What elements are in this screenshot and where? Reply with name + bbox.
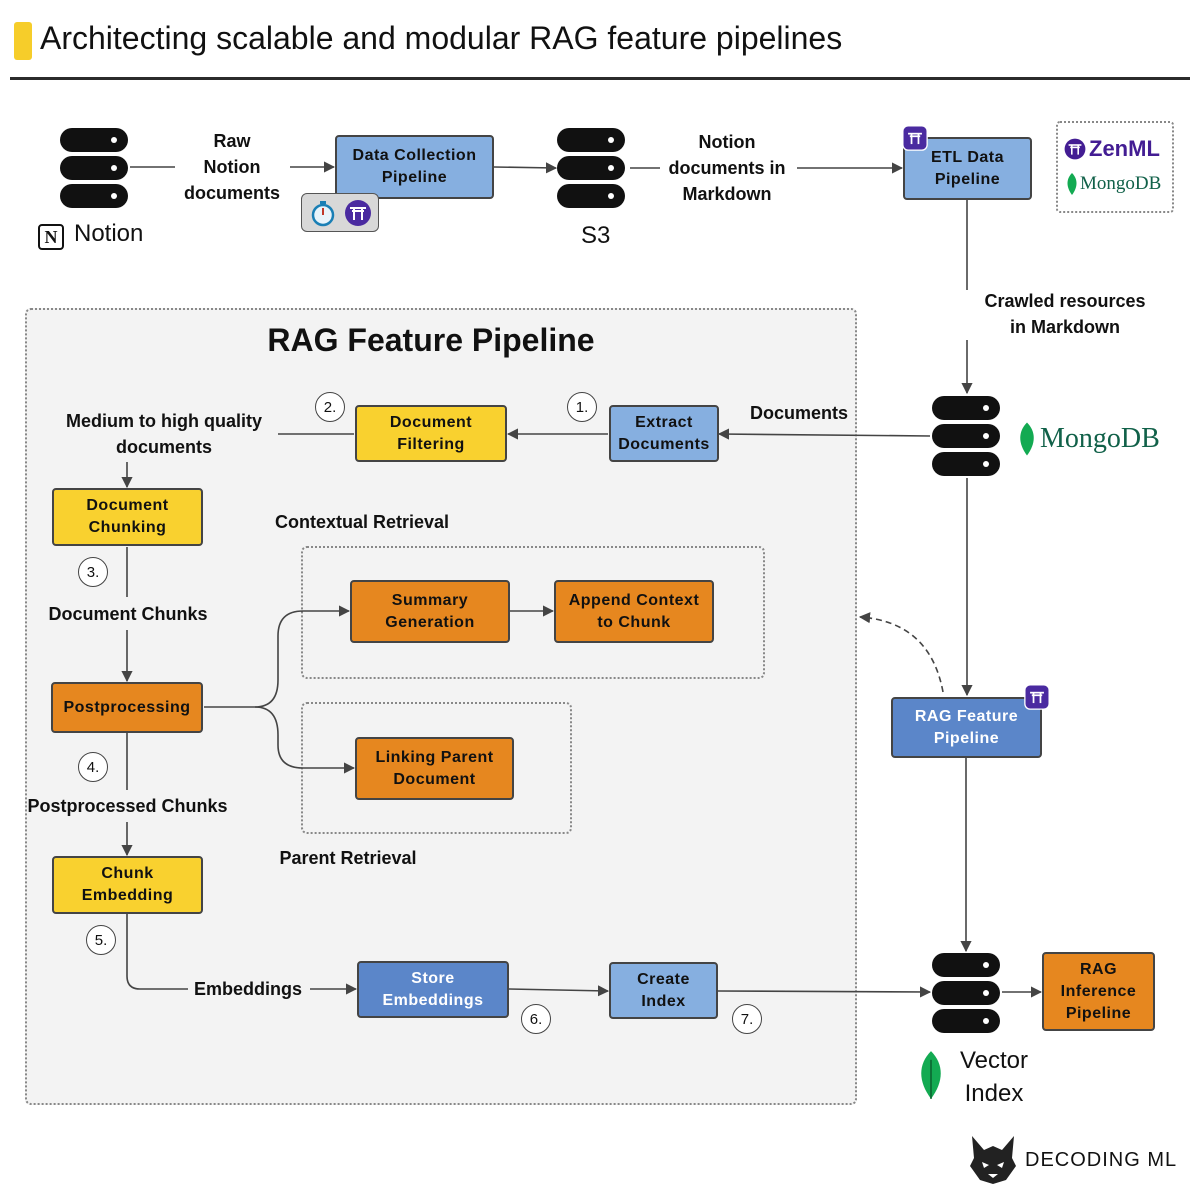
panel-title: RAG Feature Pipeline <box>267 322 595 358</box>
step-4-badge: 4. <box>78 752 108 782</box>
vector-index-label: Vector Index <box>959 1047 1029 1107</box>
mongodb-label: MongoDB <box>1040 423 1160 454</box>
data-collection-pipeline[interactable]: Data Collection Pipeline <box>335 135 494 199</box>
notion-database-icon <box>60 128 128 208</box>
raw-notion-label: Raw Notion documents <box>183 131 280 203</box>
embeddings-label: Embeddings <box>193 979 302 999</box>
mongodb-wordmark: MongoDB <box>1080 173 1162 194</box>
step-1-badge: 1. <box>567 392 597 422</box>
document-filtering[interactable]: Document Filtering <box>355 405 507 462</box>
step-3-badge: 3. <box>78 557 108 587</box>
document-chunks-label: Document Chunks <box>48 604 208 624</box>
postprocessed-chunks-label: Postprocessed Chunks <box>27 796 228 816</box>
page-title: Architecting scalable and modular RAG fe… <box>40 20 843 56</box>
brand-wordmark: DECODING ML <box>1025 1149 1178 1171</box>
notion-icon: N <box>38 224 64 250</box>
step-7-badge: 7. <box>732 1004 762 1034</box>
step-5-badge: 5. <box>86 925 116 955</box>
s3-label: S3 <box>581 222 611 249</box>
wolf-logo-icon <box>970 1136 1016 1184</box>
vector-index-database-icon <box>932 953 1000 1033</box>
stopwatch-icon <box>311 201 335 227</box>
zenml-icon <box>902 125 928 151</box>
chunk-embedding[interactable]: Chunk Embedding <box>52 856 203 914</box>
rag-inference-pipeline[interactable]: RAG Inference Pipeline <box>1042 952 1155 1031</box>
zenml-icon <box>345 200 371 226</box>
documents-label: Documents <box>749 403 848 423</box>
notion-label: Notion <box>74 220 144 247</box>
step-6-badge: 6. <box>521 1004 551 1034</box>
mongodb-leaf-icon <box>921 1051 941 1099</box>
linking-parent-document[interactable]: Linking Parent Document <box>355 737 514 800</box>
mongodb-leaf-icon <box>1020 422 1034 456</box>
title-accent <box>14 22 32 60</box>
store-embeddings[interactable]: Store Embeddings <box>357 961 509 1018</box>
zenml-icon <box>1064 138 1086 160</box>
step-2-badge: 2. <box>315 392 345 422</box>
mongodb-database-icon <box>932 396 1000 476</box>
medium-quality-label: Medium to high quality documents <box>66 411 262 457</box>
tool-badges <box>301 193 379 232</box>
parent-retrieval-label: Parent Retrieval <box>279 848 417 868</box>
zenml-wordmark: ZenML <box>1089 136 1160 161</box>
s3-database-icon <box>557 128 625 208</box>
summary-generation[interactable]: Summary Generation <box>350 580 510 643</box>
create-index[interactable]: Create Index <box>609 962 718 1019</box>
zenml-icon <box>1024 684 1050 710</box>
notion-markdown-label: Notion documents in Markdown <box>668 132 786 204</box>
etl-data-pipeline[interactable]: ETL Data Pipeline <box>903 137 1032 200</box>
contextual-retrieval-label: Contextual Retrieval <box>274 512 450 532</box>
extract-documents[interactable]: Extract Documents <box>609 405 719 462</box>
mongodb-leaf-icon <box>1067 173 1077 195</box>
crawled-resources-label: Crawled resources in Markdown <box>984 291 1146 337</box>
title-divider <box>10 77 1190 80</box>
document-chunking[interactable]: Document Chunking <box>52 488 203 546</box>
postprocessing[interactable]: Postprocessing <box>51 682 203 733</box>
rag-feature-pipeline[interactable]: RAG Feature Pipeline <box>891 697 1042 758</box>
append-context-to-chunk[interactable]: Append Context to Chunk <box>554 580 714 643</box>
tools-legend: ZenML MongoDB <box>1056 121 1174 213</box>
